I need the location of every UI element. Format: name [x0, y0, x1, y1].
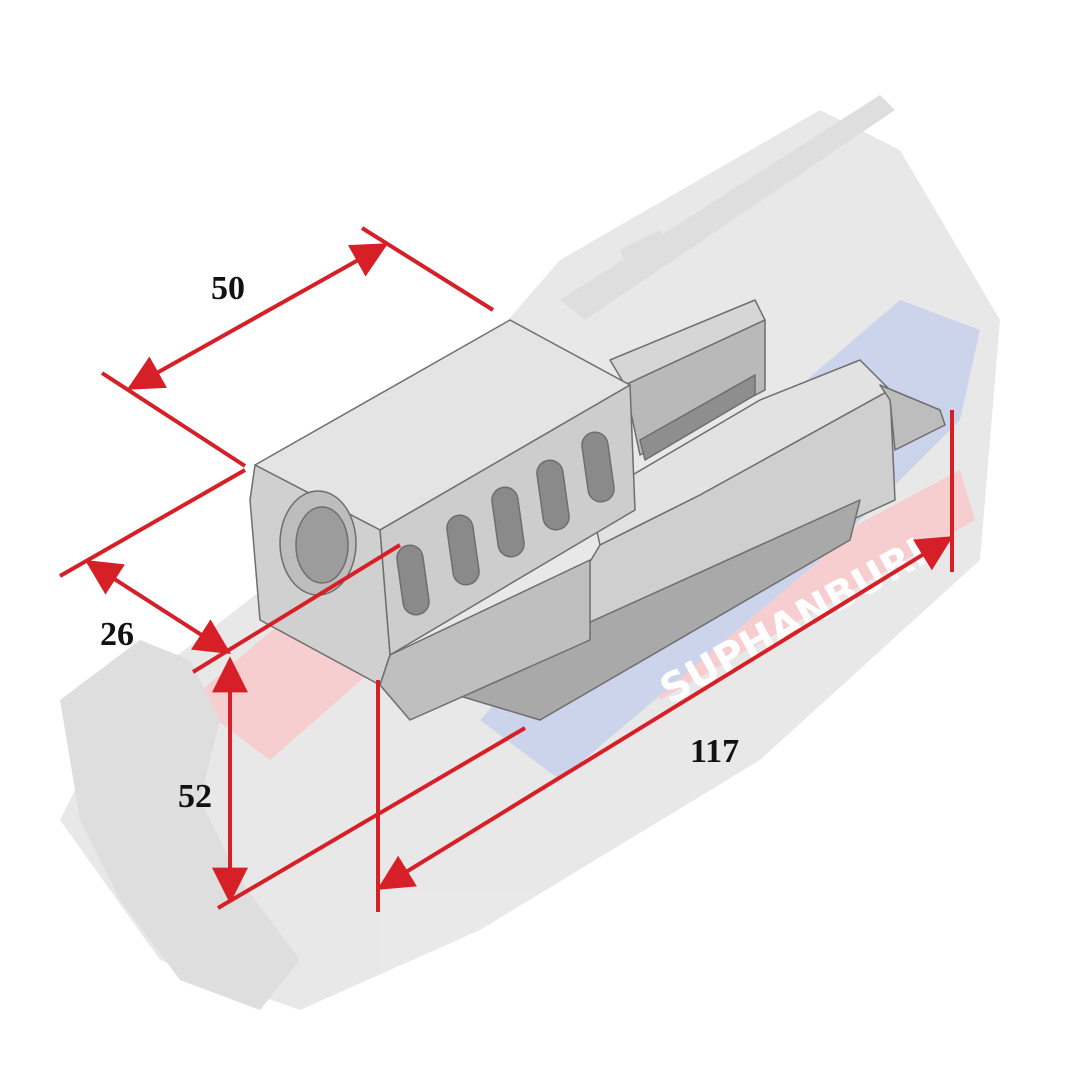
- rear-rail-side: [624, 319, 766, 456]
- watermark-rifle: [560, 95, 895, 320]
- dim-26-line: [84, 560, 232, 654]
- port-5: [581, 431, 615, 503]
- dim-50-ext-left: [100, 371, 247, 468]
- rear-tab: [879, 384, 946, 451]
- watermark-soldier: [60, 640, 300, 1010]
- port-4: [536, 459, 570, 531]
- dimension-label-height: 52: [178, 778, 212, 815]
- dim-26-ext-top: [59, 468, 246, 578]
- dim-50-ext-right: [360, 226, 495, 312]
- dimension-label-depth: 26: [100, 616, 134, 653]
- rear-rail-channel: [639, 374, 756, 461]
- dimension-label-width: 50: [211, 270, 245, 307]
- muzzle-bore-inner: [295, 506, 349, 584]
- dimension-label-length: 117: [690, 733, 740, 770]
- dimension-lines: [59, 226, 954, 912]
- dim-117-line: [376, 536, 954, 890]
- dim-50-line: [126, 243, 389, 390]
